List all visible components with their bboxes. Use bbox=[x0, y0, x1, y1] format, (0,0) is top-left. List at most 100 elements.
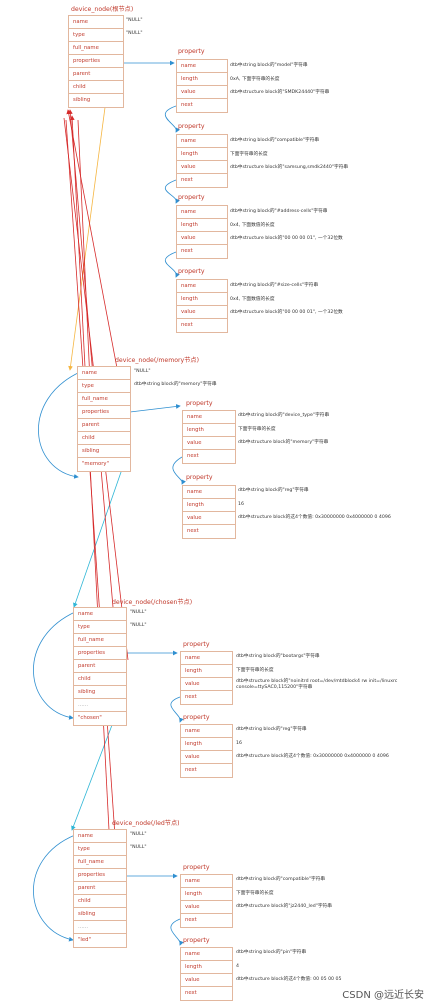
prop-name: name bbox=[181, 725, 232, 738]
prop-length-note: 4 bbox=[236, 964, 239, 969]
field-name: name bbox=[78, 367, 130, 380]
field-sibling: sibling bbox=[74, 686, 126, 699]
prop-value: value bbox=[181, 751, 232, 764]
prop-value-note: dtb中structure block的这4个数值: 00 05 00 05 bbox=[236, 977, 342, 982]
prop-name: name bbox=[183, 411, 235, 424]
next-link-root-2 bbox=[164, 179, 180, 204]
property-label: property bbox=[178, 268, 205, 275]
field-full-name: full_name bbox=[78, 393, 130, 406]
field-properties: properties bbox=[74, 869, 126, 882]
node-title-led: device_node(/led节点) bbox=[112, 820, 180, 827]
prop-name-note: dtb中string block的"compatible"字符串 bbox=[230, 138, 320, 143]
prop-value: value bbox=[177, 306, 227, 319]
prop-next: next bbox=[185, 990, 197, 996]
prop-name-note: dtb中string block的"pin"字符串 bbox=[236, 950, 307, 955]
field-properties: properties bbox=[78, 406, 130, 419]
led-type-value: "NULL" bbox=[130, 845, 147, 850]
property-label: property bbox=[186, 474, 213, 481]
field-name: name bbox=[74, 608, 126, 621]
prop-value: value bbox=[177, 161, 227, 174]
prop-next: next bbox=[185, 694, 197, 700]
field-child: child bbox=[74, 895, 126, 908]
memory-type-note: dtb中string block的"memory"字符串 bbox=[134, 382, 217, 387]
property-led-1: name length value next bbox=[180, 874, 233, 928]
prop-length: length bbox=[183, 424, 235, 437]
field-child: child bbox=[78, 432, 130, 445]
property-label: property bbox=[183, 937, 210, 944]
prop-next: next bbox=[181, 322, 193, 328]
field-type: type bbox=[69, 29, 123, 42]
prop-value-note: dtb中structure block的"samsung,smdk2440"字符… bbox=[230, 165, 349, 170]
field-properties: properties bbox=[69, 55, 123, 68]
prop-length-note: 0x4, 下面数值的长度 bbox=[230, 223, 275, 228]
property-label: property bbox=[178, 48, 205, 55]
prop-next: next bbox=[181, 177, 193, 183]
prop-name: name bbox=[177, 60, 227, 73]
prop-next: next bbox=[187, 528, 199, 534]
prop-next: next bbox=[185, 917, 197, 923]
prop-length: length bbox=[181, 961, 232, 974]
prop-length-note: 下面字符串的长度 bbox=[238, 427, 276, 432]
ellipsis-row: ...... bbox=[74, 699, 126, 712]
field-sibling: sibling bbox=[73, 97, 91, 103]
next-link-memory bbox=[172, 456, 186, 485]
prop-value-note: dtb中structure block的"jz2440_led"字符串 bbox=[236, 904, 332, 909]
ellipsis-row: ...... bbox=[74, 921, 126, 934]
field-name: name bbox=[74, 830, 126, 843]
prop-length: length bbox=[177, 293, 227, 306]
child-link-root bbox=[68, 99, 107, 371]
field-parent: parent bbox=[78, 419, 130, 432]
prop-next: next bbox=[185, 767, 197, 773]
prop-length: length bbox=[183, 499, 235, 512]
prop-name: name bbox=[181, 875, 232, 888]
property-root-1: name length value next bbox=[176, 59, 228, 113]
prop-length: length bbox=[181, 665, 232, 678]
property-memory-1: name length value next bbox=[182, 410, 236, 464]
prop-value: value bbox=[181, 974, 232, 987]
prop-value-note: dtb中structure block的这4个数值: 0x30000000 0x… bbox=[236, 754, 389, 759]
device-node-chosen: name type full_name properties parent ch… bbox=[73, 607, 127, 726]
prop-name-note: dtb中string block的"reg"字符串 bbox=[238, 488, 309, 493]
prop-length: length bbox=[181, 888, 232, 901]
name-loop-chosen bbox=[33, 611, 76, 720]
prop-length-note: 0xA, 下面字符串的长度 bbox=[230, 77, 280, 82]
field-sibling: sibling bbox=[74, 908, 126, 921]
name-loop-led bbox=[33, 834, 76, 942]
prop-value-note: dtb中structure block的"00 00 00 01", 一个32位… bbox=[230, 236, 343, 241]
prop-length: length bbox=[181, 738, 232, 751]
properties-link-memory bbox=[129, 404, 181, 413]
property-root-2: name length value next bbox=[176, 134, 228, 188]
prop-length-note: 下面字符串的长度 bbox=[236, 668, 274, 673]
led-name-value: "NULL" bbox=[130, 832, 147, 837]
field-full-name: full_name bbox=[74, 856, 126, 869]
field-type: type bbox=[78, 380, 130, 393]
name-loop-memory bbox=[38, 371, 81, 479]
field-sibling: sibling bbox=[78, 445, 130, 458]
root-name-value: "NULL" bbox=[126, 18, 143, 23]
node-title-root: device_node(根节点) bbox=[71, 6, 134, 13]
node-name-memory: "memory" bbox=[82, 461, 110, 467]
prop-value: value bbox=[183, 512, 235, 525]
property-memory-2: name length value next bbox=[182, 485, 236, 539]
prop-length-note: 16 bbox=[236, 741, 242, 746]
prop-length-note: 下面字符串的长度 bbox=[230, 152, 268, 157]
property-led-2: name length value next bbox=[180, 947, 233, 1001]
prop-value: value bbox=[181, 678, 232, 691]
next-link-chosen bbox=[170, 696, 184, 723]
prop-name: name bbox=[177, 280, 227, 293]
prop-name-note: dtb中string block的"compatible"字符串 bbox=[236, 877, 326, 882]
prop-name-note: dtb中string block的"#size-cells"字符串 bbox=[230, 283, 319, 288]
prop-value-note: dtb中structure block的"memory"字符串 bbox=[238, 440, 329, 445]
root-type-value: "NULL" bbox=[126, 31, 143, 36]
field-type: type bbox=[74, 843, 126, 856]
prop-value-note: dtb中structure block的"SMDK24440"字符串 bbox=[230, 90, 330, 95]
device-node-led: name type full_name properties parent ch… bbox=[73, 829, 127, 948]
next-link-root-3 bbox=[164, 251, 180, 278]
chosen-name-value: "NULL" bbox=[130, 610, 147, 615]
property-label: property bbox=[183, 864, 210, 871]
prop-name-note: dtb中string block的"reg"字符串 bbox=[236, 727, 307, 732]
property-label: property bbox=[178, 123, 205, 130]
node-name-chosen: "chosen" bbox=[78, 715, 102, 721]
prop-length-note: 下面字符串的长度 bbox=[236, 891, 274, 896]
field-properties: properties bbox=[74, 647, 126, 660]
